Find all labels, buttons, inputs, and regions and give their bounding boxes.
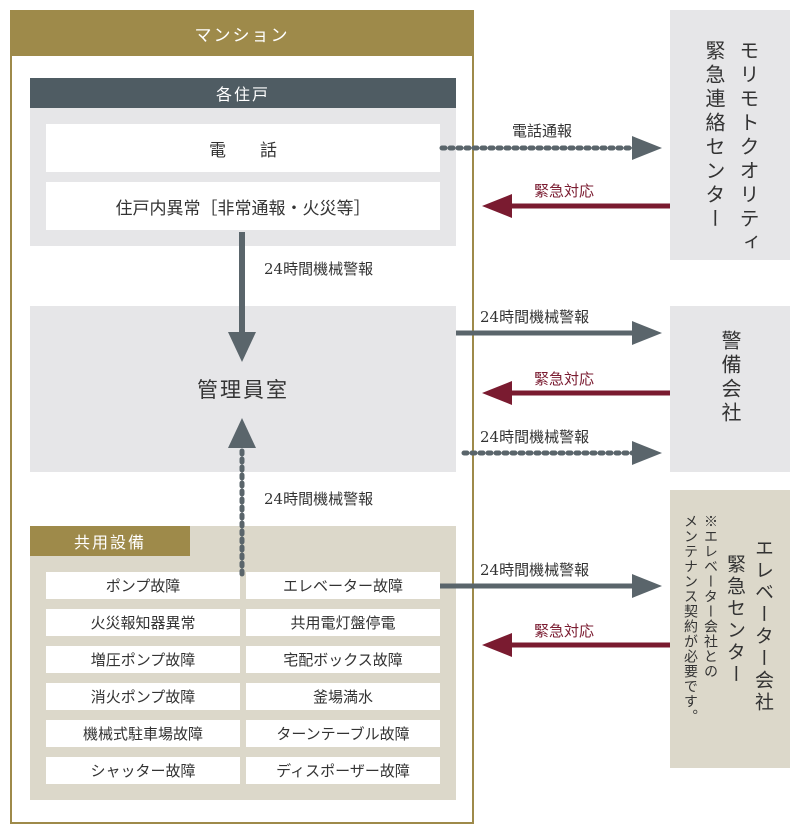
phone-box: 電 話 [46,124,440,172]
morimoto-center-subtitle: 緊急連絡センター [702,40,726,232]
office-to-security-dotted-arrow [461,441,662,465]
fault-item: エレベーター故障 [246,572,440,599]
mansion-title: マンション [10,10,474,56]
morimoto-center-name: モリモトクオリティ [736,40,760,256]
elevator-alarm-arrow [440,574,662,598]
common-to-office-arrow [228,418,256,577]
units-title: 各住戸 [30,78,456,108]
fault-item: 火災報知器異常 [46,609,240,636]
fault-item: 増圧ポンプ故障 [46,646,240,673]
security-company-name: 警備会社 [718,330,742,426]
morimoto-center-box: モリモトクオリティ 緊急連絡センター [670,10,790,260]
fault-item: 釜場満水 [246,683,440,710]
elevator-note-line2: メンテナンス契約が必要です。 [682,514,698,724]
unit-alarm-label: 24時間機械警報 [264,260,374,278]
common-alarm-label: 24時間機械警報 [264,490,374,508]
phone-report-arrow [439,136,662,160]
fault-item: 機械式駐車場故障 [46,720,240,747]
morimoto-response-label: 緊急対応 [534,182,595,200]
office-security-alarm-label: 24時間機械警報 [480,308,590,326]
fault-item: ターンテーブル故障 [246,720,440,747]
unit-to-office-arrow [228,232,256,362]
office-to-security-arrow [456,321,662,345]
fault-item: シャッター故障 [46,757,240,784]
unit-alarm-box: 住戸内異常［非常通報・火災等］ [46,182,440,230]
elevator-alarm-label: 24時間機械警報 [480,561,590,579]
security-response-arrow [482,381,670,405]
phone-report-label: 電話通報 [512,122,573,140]
common-facilities-title: 共用設備 [30,526,190,556]
fault-item: 宅配ボックス故障 [246,646,440,673]
security-response-label: 緊急対応 [534,370,595,388]
elevator-response-arrow [482,633,670,657]
fault-item: 消火ポンプ故障 [46,683,240,710]
fault-item: ディスポーザー故障 [246,757,440,784]
elevator-response-label: 緊急対応 [534,622,595,640]
fault-item: 共用電灯盤停電 [246,609,440,636]
fault-item: ポンプ故障 [46,572,240,599]
office-security-dotted-label: 24時間機械警報 [480,428,590,446]
elevator-note-line1: ※エレベーター会社との [702,514,718,679]
morimoto-response-arrow [482,194,670,218]
elevator-center-name: エレベーター会社 [752,538,774,714]
elevator-center-subtitle: 緊急センター [724,554,746,686]
security-company-box: 警備会社 [670,306,790,472]
elevator-center-box: エレベーター会社 緊急センター ※エレベーター会社との メンテナンス契約が必要で… [670,490,790,768]
